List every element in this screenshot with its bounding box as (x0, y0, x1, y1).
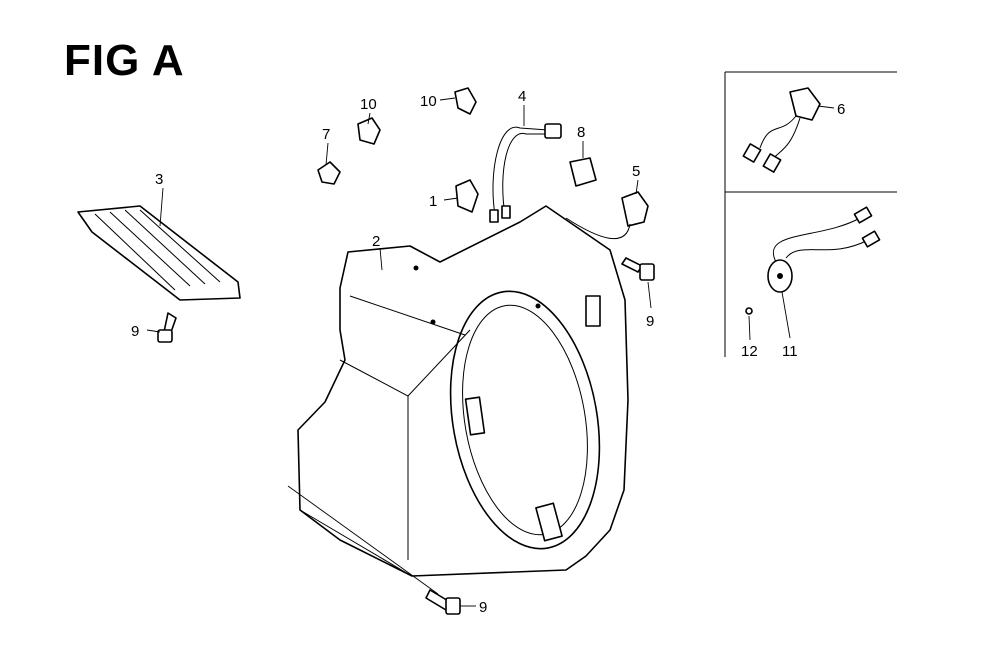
part-11-sensor[interactable] (767, 206, 881, 293)
part-9-bolt-left[interactable] (157, 312, 177, 343)
callout-7: 7 (322, 126, 330, 143)
callout-4: 4 (518, 88, 526, 105)
figure-title: FIG A (64, 36, 185, 85)
callout-10-a: 10 (360, 96, 377, 113)
callout-9-left: 9 (131, 323, 139, 340)
part-2-fan-shroud[interactable] (297, 205, 629, 577)
part-12-washer[interactable] (745, 307, 753, 315)
callout-5: 5 (632, 163, 640, 180)
callout-11: 11 (782, 343, 798, 360)
part-8-grommet[interactable] (569, 157, 597, 187)
leader-lines (146, 97, 835, 607)
callout-9-bottom: 9 (479, 599, 487, 616)
part-4-wire-harness[interactable] (489, 123, 562, 223)
callout-2: 2 (372, 233, 380, 250)
part-10-clamp-a[interactable] (357, 117, 381, 145)
part-9-bolt-right[interactable] (621, 257, 655, 281)
part-7-clip[interactable] (317, 161, 341, 185)
callout-8: 8 (577, 124, 585, 141)
part-5-switch[interactable] (565, 191, 649, 240)
callout-12: 12 (741, 343, 758, 360)
callout-3: 3 (155, 171, 163, 188)
callout-6: 6 (837, 101, 845, 118)
part-3-cover-plate[interactable] (77, 205, 241, 301)
part-1-clamp[interactable] (455, 179, 479, 213)
callout-9-right: 9 (646, 313, 654, 330)
part-10-clamp-b[interactable] (454, 87, 477, 115)
callout-10-b: 10 (420, 93, 437, 110)
inset-frame (724, 71, 897, 357)
part-6-oil-switch[interactable] (742, 87, 821, 173)
callout-1: 1 (429, 193, 437, 210)
